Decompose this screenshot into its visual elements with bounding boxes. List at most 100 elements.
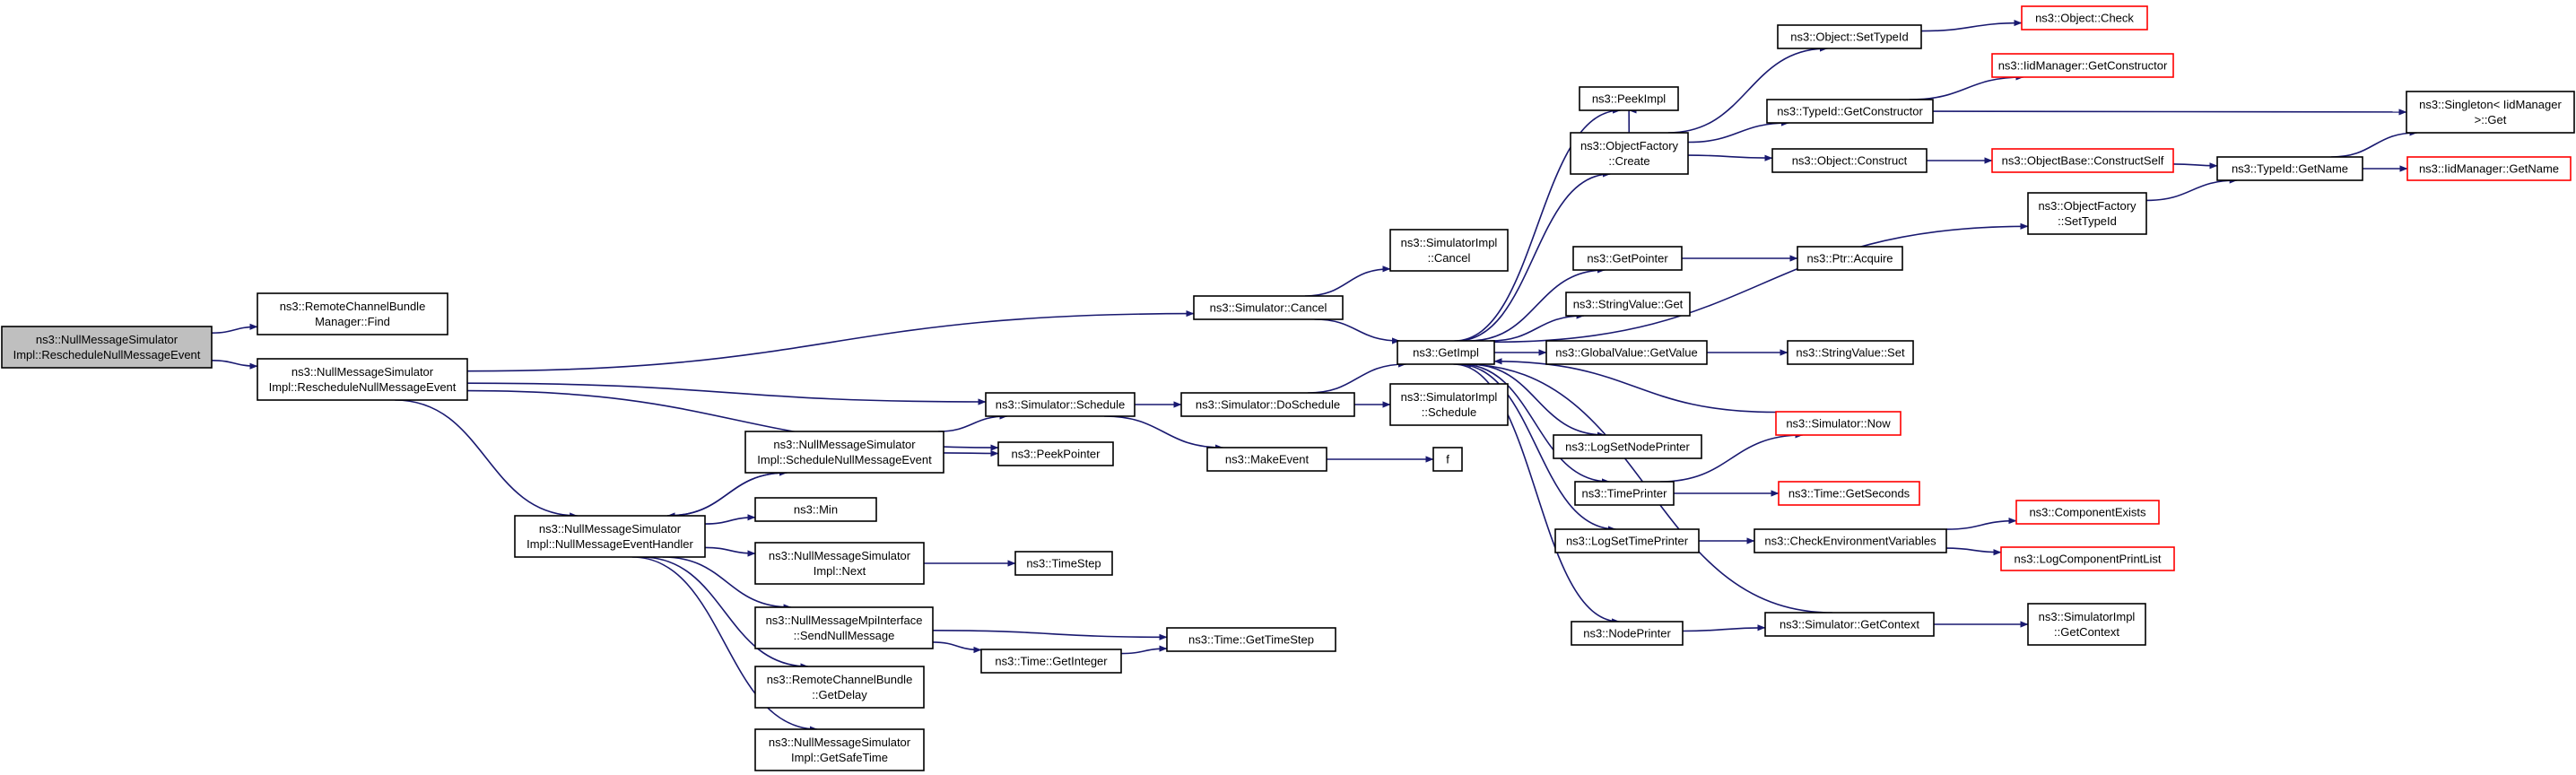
node-timestep[interactable]: ns3::TimeStep — [1014, 551, 1113, 576]
node-box — [1991, 53, 2174, 78]
node-box — [1014, 551, 1113, 576]
node-doschedule[interactable]: ns3::Simulator::DoSchedule — [1180, 392, 1355, 417]
node-label-line: Impl::RescheduleNullMessageEvent — [269, 380, 457, 394]
node-sendnull[interactable]: ns3::NullMessageMpiInterface::SendNullMe… — [754, 606, 934, 649]
node-label-line: ns3::Simulator::Now — [1786, 417, 1891, 431]
node-handler[interactable]: ns3::NullMessageSimulatorImpl::NullMessa… — [514, 515, 706, 558]
node-box — [1574, 481, 1675, 506]
node-getimpl[interactable]: ns3::GetImpl — [1397, 340, 1495, 365]
node-checkenv[interactable]: ns3::CheckEnvironmentVariables — [1754, 528, 1947, 553]
node-compexists[interactable]: ns3::ComponentExists — [2015, 500, 2160, 525]
node-strval_set[interactable]: ns3::StringValue::Set — [1787, 340, 1914, 365]
node-f[interactable]: f — [1432, 447, 1463, 472]
node-sim_getcontext[interactable]: ns3::Simulator::GetContext — [1764, 612, 1935, 637]
node-box — [1570, 132, 1689, 175]
node-box — [257, 358, 468, 401]
node-box — [997, 441, 1114, 466]
node-iid_getname[interactable]: ns3::IidManager::GetName — [2406, 156, 2572, 181]
node-obj_construct[interactable]: ns3::Object::Construct — [1771, 148, 1928, 173]
node-tid_getname[interactable]: ns3::TypeId::GetName — [2216, 156, 2363, 181]
node-gettimestep[interactable]: ns3::Time::GetTimeStep — [1166, 627, 1336, 652]
node-label-line: ns3::NullMessageSimulator — [539, 522, 682, 536]
node-impl_getcontext[interactable]: ns3::SimulatorImpl::GetContext — [2027, 603, 2146, 646]
node-impl_schedule[interactable]: ns3::SimulatorImpl::Schedule — [1389, 383, 1509, 426]
node-singleton_get[interactable]: ns3::Singleton< IidManager >::Get — [2406, 91, 2575, 134]
node-obj_settypeid[interactable]: ns3::Object::SetTypeId — [1777, 24, 1922, 49]
node-label-line: ns3::RemoteChannelBundle — [767, 673, 913, 686]
node-makeevent[interactable]: ns3::MakeEvent — [1206, 447, 1327, 472]
node-impl_cancel[interactable]: ns3::SimulatorImpl::Cancel — [1389, 229, 1509, 272]
node-reschedule[interactable]: ns3::NullMessageSimulatorImpl::Reschedul… — [257, 358, 468, 401]
node-sim_now[interactable]: ns3::Simulator::Now — [1775, 411, 1902, 436]
node-timeprinter[interactable]: ns3::TimePrinter — [1574, 481, 1675, 506]
node-time_getseconds[interactable]: ns3::Time::GetSeconds — [1778, 481, 1920, 506]
node-getdelay[interactable]: ns3::RemoteChannelBundle::GetDelay — [754, 666, 925, 709]
call-edge-getimpl-to-nodeprinter — [1453, 363, 1621, 625]
node-box — [1206, 447, 1327, 472]
node-peekimpl[interactable]: ns3::PeekImpl — [1579, 86, 1679, 111]
node-label-line: ns3::NullMessageSimulator — [36, 333, 178, 346]
node-label-line: ::GetDelay — [812, 688, 867, 701]
node-box — [1166, 627, 1336, 652]
node-label-line: ::SetTypeId — [2058, 214, 2117, 228]
node-logcompprint[interactable]: ns3::LogComponentPrintList — [2000, 546, 2175, 571]
node-box — [1193, 295, 1344, 320]
call-edge-getimpl-to-logtimeprinter — [1457, 363, 1616, 533]
call-edge-sched_null-to-schedule — [937, 413, 1008, 432]
node-gv_getvalue[interactable]: ns3::GlobalValue::GetValue — [1545, 340, 1708, 365]
call-edge-reschedule-to-cancel — [466, 310, 1195, 372]
node-getpointer[interactable]: ns3::GetPointer — [1572, 246, 1683, 271]
call-edge-of_create-to-tid_getctor — [1687, 119, 1789, 144]
call-edge-handler-to-getdelay — [640, 556, 809, 670]
call-edge-handler-to-min — [704, 514, 756, 525]
node-box — [1777, 24, 1922, 49]
node-label-line: ns3::RemoteChannelBundle — [280, 300, 426, 313]
node-ptr_acquire[interactable]: ns3::Ptr::Acquire — [1797, 246, 1903, 271]
node-of_settypeid[interactable]: ns3::ObjectFactory::SetTypeId — [2027, 192, 2147, 235]
node-getinteger[interactable]: ns3::Time::GetInteger — [980, 649, 1122, 674]
node-label-line: ns3::Ptr::Acquire — [1806, 252, 1893, 266]
node-min[interactable]: ns3::Min — [754, 497, 877, 522]
node-label-line: Impl::Next — [814, 564, 866, 578]
node-box — [754, 606, 934, 649]
node-box — [2216, 156, 2363, 181]
node-lognodeprinter[interactable]: ns3::LogSetNodePrinter — [1553, 434, 1702, 459]
node-tid_getctor[interactable]: ns3::TypeId::GetConstructor — [1766, 99, 1934, 124]
call-edge-handler-to-getsafetime — [631, 556, 818, 733]
node-label-line: ns3::NullMessageSimulator — [292, 365, 434, 379]
node-logtimeprinter[interactable]: ns3::LogSetTimePrinter — [1554, 528, 1700, 553]
node-getsafetime[interactable]: ns3::NullMessageSimulatorImpl::GetSafeTi… — [754, 728, 925, 771]
node-label-line: ns3::Time::GetInteger — [995, 655, 1108, 668]
node-peekpointer[interactable]: ns3::PeekPointer — [997, 441, 1114, 466]
call-edge-handler-to-next — [704, 546, 756, 557]
call-edge-root-to-reschedule — [211, 360, 258, 370]
call-edge-getinteger-to-gettimestep — [1120, 645, 1168, 655]
node-label-line: ns3::TimeStep — [1026, 557, 1101, 570]
node-label-line: ns3::Simulator::Schedule — [996, 398, 1126, 412]
node-label-line: ns3::ComponentExists — [2029, 506, 2146, 519]
node-cancel[interactable]: ns3::Simulator::Cancel — [1193, 295, 1344, 320]
node-root[interactable]: ns3::NullMessageSimulatorImpl::Reschedul… — [1, 326, 213, 369]
node-strval_get[interactable]: ns3::StringValue::Get — [1565, 292, 1691, 317]
call-edge-sendnull-to-getinteger — [932, 641, 982, 654]
node-label-line: ns3::CheckEnvironmentVariables — [1764, 535, 1936, 548]
node-box — [1754, 528, 1947, 553]
node-iid_getctor[interactable]: ns3::IidManager::GetConstructor — [1991, 53, 2174, 78]
node-box — [2021, 5, 2148, 30]
call-edge-tid_getname-to-singleton_get — [2331, 129, 2418, 158]
node-ob_constructself[interactable]: ns3::ObjectBase::ConstructSelf — [1991, 148, 2174, 173]
node-box — [754, 497, 877, 522]
node-sched_null[interactable]: ns3::NullMessageSimulatorImpl::ScheduleN… — [744, 431, 944, 474]
node-box — [1389, 229, 1509, 272]
node-schedule[interactable]: ns3::Simulator::Schedule — [985, 392, 1136, 417]
call-edge-sim_now-to-getimpl — [1493, 358, 1777, 414]
node-box — [1571, 621, 1684, 646]
node-obj_check[interactable]: ns3::Object::Check — [2021, 5, 2148, 30]
node-of_create[interactable]: ns3::ObjectFactory::Create — [1570, 132, 1689, 175]
node-label-line: ns3::MakeEvent — [1225, 453, 1310, 466]
node-label-line: ns3::GlobalValue::GetValue — [1555, 346, 1698, 360]
node-box — [1432, 447, 1463, 472]
node-nodeprinter[interactable]: ns3::NodePrinter — [1571, 621, 1684, 646]
